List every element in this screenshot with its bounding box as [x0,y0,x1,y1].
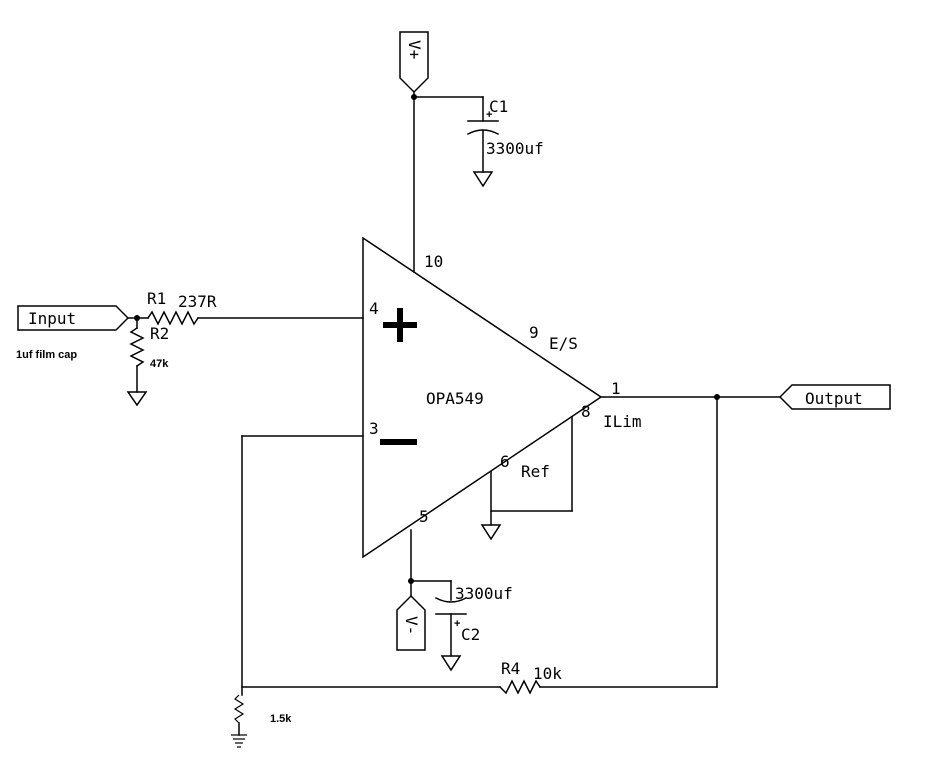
r4-resistor [498,679,542,695]
vplus-label: V+ [405,40,424,59]
vplus-port: V+ [399,31,429,94]
r3-resistor [233,694,245,724]
minus-sign-icon [380,439,417,445]
pin-noninv-label: 4 [369,299,379,318]
plus-sign-icon-vertical [397,308,403,342]
ilim-label: ILim [603,412,642,431]
input-port: Input [17,305,130,331]
r1-value: 237R [178,292,217,311]
c1-name: C1 [489,97,508,116]
r2-ground-icon [126,391,148,407]
pin-out-label: 1 [611,379,621,398]
output-label: Output [805,389,863,408]
vminus-label: V- [402,616,421,635]
c2-value: 3300uf [455,584,513,603]
c2-plus-mark: + [454,618,460,630]
c2-ground-icon [440,655,462,672]
c1-capacitor: + [466,109,500,188]
pin-vplus-label: 10 [424,252,443,271]
c1-value: 3300uf [486,139,544,158]
pin-es-label: 9 [529,323,539,342]
r4-name: R4 [501,659,520,678]
pin-inv-label: 3 [369,419,379,438]
c2-name: C2 [461,625,480,644]
ref-label: Ref [521,462,550,481]
r1-resistor [146,310,200,326]
opamp-part-label: OPA549 [426,389,484,408]
c2-capacitor: + [434,596,468,672]
r2-name: R2 [150,324,169,343]
pin-ref-label: 6 [500,452,510,471]
input-cap-note: 1uf film cap [16,349,77,361]
r1-name: R1 [147,289,166,308]
pin-ilim-label: 8 [581,402,591,421]
input-label: Input [28,309,76,328]
pin-vminus-label: 5 [419,507,429,526]
es-label: E/S [549,334,578,353]
r2-value: 47k [150,358,169,370]
vminus-port: V- [396,594,426,651]
r3-value: 1.5k [270,713,292,725]
opamp-body [362,236,603,559]
r2-resistor [129,326,145,368]
c1-ground-icon [472,171,494,188]
ref-ground-icon [480,524,502,541]
c1-plus-mark: + [486,109,492,121]
r4-value: 10k [533,664,562,683]
output-port: Output [778,384,891,410]
r3-ground-icon [231,734,247,748]
